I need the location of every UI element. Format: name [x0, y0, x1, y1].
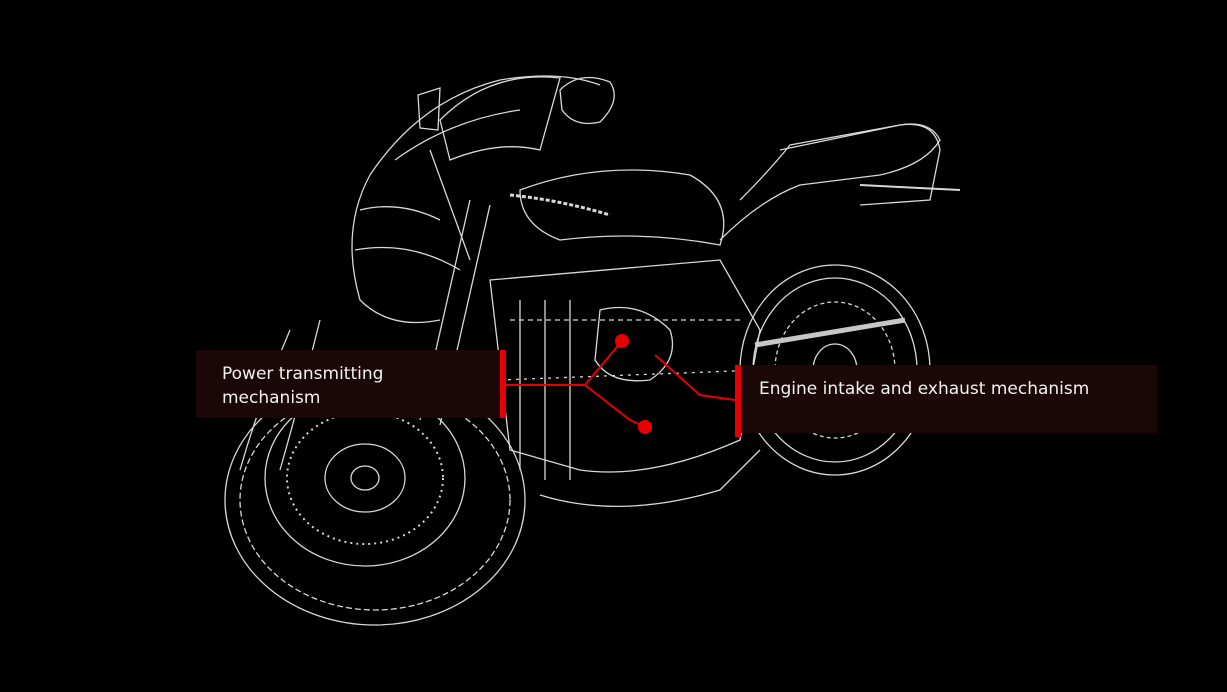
callout-power-transmitting: Power transmitting mechanism [196, 350, 506, 418]
engine-block [489, 259, 761, 507]
callout-engine-intake-exhaust: Engine intake and exhaust mechanism [735, 365, 1157, 437]
mirror [559, 76, 615, 125]
rear-wheel [739, 264, 931, 476]
fairing [351, 75, 601, 324]
callout-label: Power transmitting mechanism [222, 364, 384, 408]
front-wheel [224, 319, 526, 626]
windshield [439, 76, 561, 161]
callout-accent-bar [500, 350, 506, 418]
callout-accent-bar [735, 365, 741, 437]
tail [779, 123, 941, 206]
callout-label: Engine intake and exhaust mechanism [759, 379, 1090, 399]
callout-point [638, 420, 652, 434]
seat [719, 123, 941, 241]
fuel-tank [519, 169, 725, 246]
callout-point [615, 334, 629, 348]
callout-connectors [506, 340, 736, 428]
mirror [417, 87, 441, 131]
